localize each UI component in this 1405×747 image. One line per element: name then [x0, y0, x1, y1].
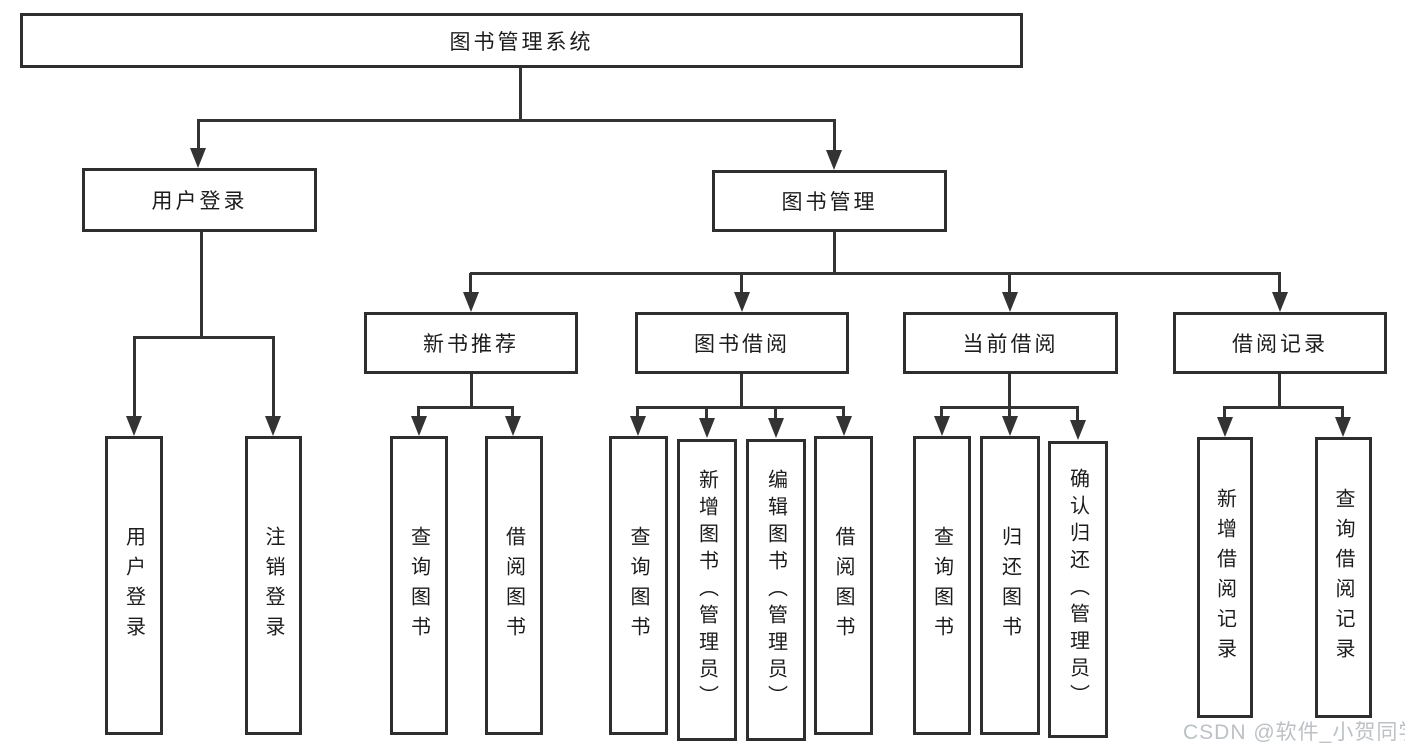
- node-book-borrow: 图书借阅: [635, 312, 849, 374]
- leaf-query-books-recommend: 查询图书: [390, 436, 448, 735]
- arrowhead-icon: [126, 416, 142, 436]
- node-label: 借阅记录: [1232, 333, 1328, 356]
- connector-line: [1223, 406, 1344, 409]
- arrowhead-icon: [934, 416, 950, 436]
- connector-line: [470, 272, 1281, 275]
- leaf-label: 用户登录: [122, 525, 145, 646]
- connector-line: [705, 407, 708, 421]
- leaf-label: 查询图书: [407, 525, 430, 646]
- leaf-label: 查询图书: [930, 525, 953, 646]
- connector-line: [1278, 273, 1281, 294]
- connector-line: [636, 406, 845, 409]
- node-borrow-records: 借阅记录: [1173, 312, 1387, 374]
- arrowhead-icon: [699, 418, 715, 438]
- connector-line: [519, 68, 522, 120]
- arrowhead-icon: [190, 148, 206, 168]
- arrowhead-icon: [630, 416, 646, 436]
- connector-line: [1008, 407, 1011, 419]
- connector-line: [1008, 374, 1011, 408]
- connector-line: [417, 407, 420, 419]
- connector-line: [1341, 407, 1344, 419]
- arrowhead-icon: [1272, 292, 1288, 312]
- connector-line: [842, 407, 845, 419]
- leaf-label: 新增借阅记录: [1213, 487, 1236, 668]
- connector-line: [1278, 374, 1281, 408]
- connector-line: [133, 337, 136, 418]
- arrowhead-icon: [1217, 417, 1233, 437]
- leaf-return-books: 归还图书: [980, 436, 1040, 735]
- leaf-label: 确认归还（管理员）: [1066, 468, 1089, 711]
- node-label: 新书推荐: [423, 333, 519, 356]
- node-label: 用户登录: [151, 190, 248, 213]
- arrowhead-icon: [505, 416, 521, 436]
- leaf-label: 新增图书（管理员）: [695, 468, 718, 712]
- node-label: 当前借阅: [962, 333, 1059, 356]
- node-new-book-recommend: 新书推荐: [364, 312, 578, 374]
- node-current-borrow: 当前借阅: [903, 312, 1118, 374]
- connector-line: [417, 406, 514, 409]
- leaf-label: 归还图书: [998, 525, 1021, 646]
- leaf-borrow-books-recommend: 借阅图书: [485, 436, 543, 735]
- leaf-query-books-borrow: 查询图书: [609, 436, 668, 735]
- leaf-label: 借阅图书: [832, 525, 854, 646]
- connector-line: [272, 337, 275, 418]
- connector-line: [636, 407, 639, 419]
- connector-line: [740, 273, 743, 294]
- leaf-borrow-books: 借阅图书: [814, 436, 873, 735]
- arrowhead-icon: [411, 416, 427, 436]
- csdn-watermark: CSDN @软件_小贺同学: [1183, 721, 1405, 744]
- leaf-label: 借阅图书: [502, 525, 525, 646]
- arrowhead-icon: [836, 416, 852, 436]
- connector-line: [197, 119, 836, 122]
- node-label: 图书管理: [781, 191, 878, 214]
- connector-line: [1008, 273, 1011, 294]
- connector-line: [200, 232, 203, 337]
- connector-line: [774, 407, 777, 421]
- connector-line: [197, 119, 200, 152]
- leaf-logout-login: 注销登录: [245, 436, 302, 735]
- connector-line: [940, 407, 943, 419]
- node-label: 图书借阅: [694, 333, 790, 356]
- arrowhead-icon: [826, 150, 842, 170]
- node-book-management: 图书管理: [712, 170, 947, 232]
- connector-line: [1223, 407, 1226, 419]
- leaf-add-books-admin: 新增图书（管理员）: [677, 439, 737, 741]
- leaf-add-borrow-record: 新增借阅记录: [1197, 437, 1253, 718]
- connector-line: [1076, 407, 1079, 422]
- connector-line: [133, 336, 275, 339]
- arrowhead-icon: [265, 416, 281, 436]
- arrowhead-icon: [768, 418, 784, 438]
- leaf-user-login: 用户登录: [105, 436, 163, 735]
- connector-line: [740, 374, 743, 408]
- node-library-management-system: 图书管理系统: [20, 13, 1023, 68]
- connector-line: [470, 374, 473, 408]
- leaf-label: 编辑图书（管理员）: [764, 468, 787, 712]
- arrowhead-icon: [1002, 416, 1018, 436]
- arrowhead-icon: [734, 292, 750, 312]
- node-label: 图书管理系统: [449, 30, 594, 54]
- arrowhead-icon: [463, 292, 479, 312]
- connector-line: [511, 407, 514, 419]
- leaf-label: 查询借阅记录: [1332, 487, 1354, 668]
- connector-line: [469, 273, 472, 294]
- leaf-query-borrow-record: 查询借阅记录: [1315, 437, 1372, 718]
- arrowhead-icon: [1002, 292, 1018, 312]
- leaf-edit-books-admin: 编辑图书（管理员）: [746, 439, 806, 741]
- node-user-login: 用户登录: [82, 168, 317, 232]
- connector-line: [833, 232, 836, 274]
- leaf-label: 注销登录: [262, 525, 284, 646]
- arrowhead-icon: [1070, 420, 1086, 440]
- leaf-label: 查询图书: [627, 525, 649, 646]
- leaf-query-books-current: 查询图书: [913, 436, 971, 735]
- leaf-confirm-return-admin: 确认归还（管理员）: [1048, 441, 1108, 738]
- arrowhead-icon: [1335, 417, 1351, 437]
- connector-line: [833, 119, 836, 154]
